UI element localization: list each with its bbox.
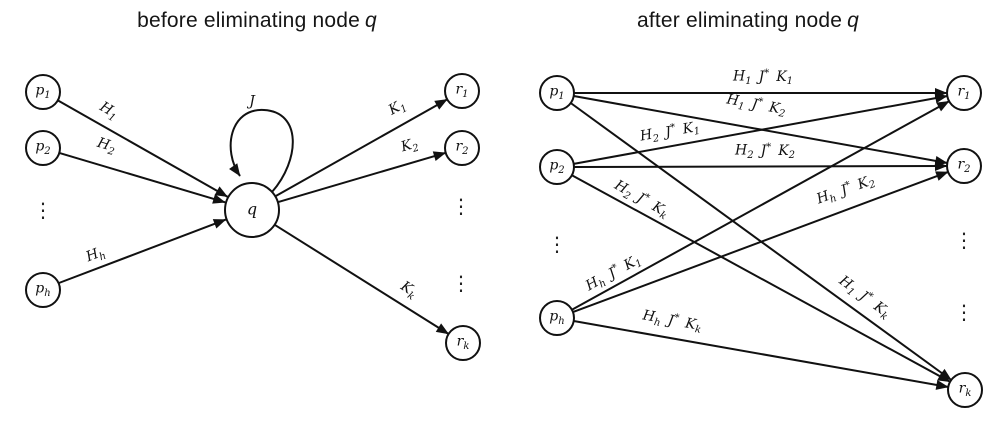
node-circle-right-r2 [946,148,982,184]
node-circle-right-p1 [539,75,575,111]
vertical-ellipsis-left-r-1: ⋮ [451,194,471,218]
node-circle-left-q [224,182,280,238]
edge-p2-rk [571,174,951,383]
node-label-left-p1: p1 [35,82,51,101]
left-title-text: before eliminating node [137,9,360,32]
node-circle-right-ph [539,300,575,336]
vertical-ellipsis-left-r-2: ⋮ [451,271,471,295]
node-label-left-r1: r1 [455,81,469,100]
edge-p2-r1 [573,93,948,165]
node-circle-right-rk [947,372,983,408]
edge-ph-rk [573,320,949,390]
edge-p1-q [57,99,228,198]
node-label-left-rk: rk [456,333,470,352]
edge-ph-r1 [571,100,950,311]
node-circle-left-p1 [25,74,61,110]
node-label-left-r2: r2 [455,138,469,157]
node-circle-right-p2 [539,149,575,185]
node-circle-left-p2 [25,130,61,166]
edge-ph-q [58,218,227,284]
node-label-right-r2: r2 [957,156,971,175]
node-circle-right-r1 [946,75,982,111]
edge-q-r2 [276,151,447,204]
edge-q-r1 [274,98,448,198]
node-circle-left-rk [445,325,481,361]
edge-q-self-loop [229,108,294,193]
node-circle-left-r2 [444,130,480,166]
edge-q-rk [273,223,450,335]
vertical-ellipsis-left-p: ⋮ [33,198,53,222]
node-label-left-p2: p2 [35,138,51,157]
node-label-right-rk: rk [958,380,972,399]
node-label-right-r1: r1 [957,83,971,102]
vertical-ellipsis-right-r-2: ⋮ [954,300,974,324]
edge-p2-q [59,151,226,204]
node-label-left-q: q [246,199,258,219]
left-title-q-var: q [365,9,377,32]
node-label-left-ph: ph [35,280,51,299]
right-title-text: after eliminating node [636,9,843,32]
edge-label-J: J [249,93,255,110]
edge-p2-r2 [573,161,948,172]
node-label-right-p2: p2 [549,157,565,176]
right-title-q-var: q [847,9,860,32]
node-label-right-ph: ph [549,308,565,327]
vertical-ellipsis-right-r-1: ⋮ [954,228,974,252]
vertical-ellipsis-right-p: ⋮ [547,232,567,256]
node-label-right-p1: p1 [549,83,565,102]
node-circle-left-r1 [444,73,480,109]
edge-ph-r2 [572,170,949,314]
node-circle-left-ph [25,272,61,308]
